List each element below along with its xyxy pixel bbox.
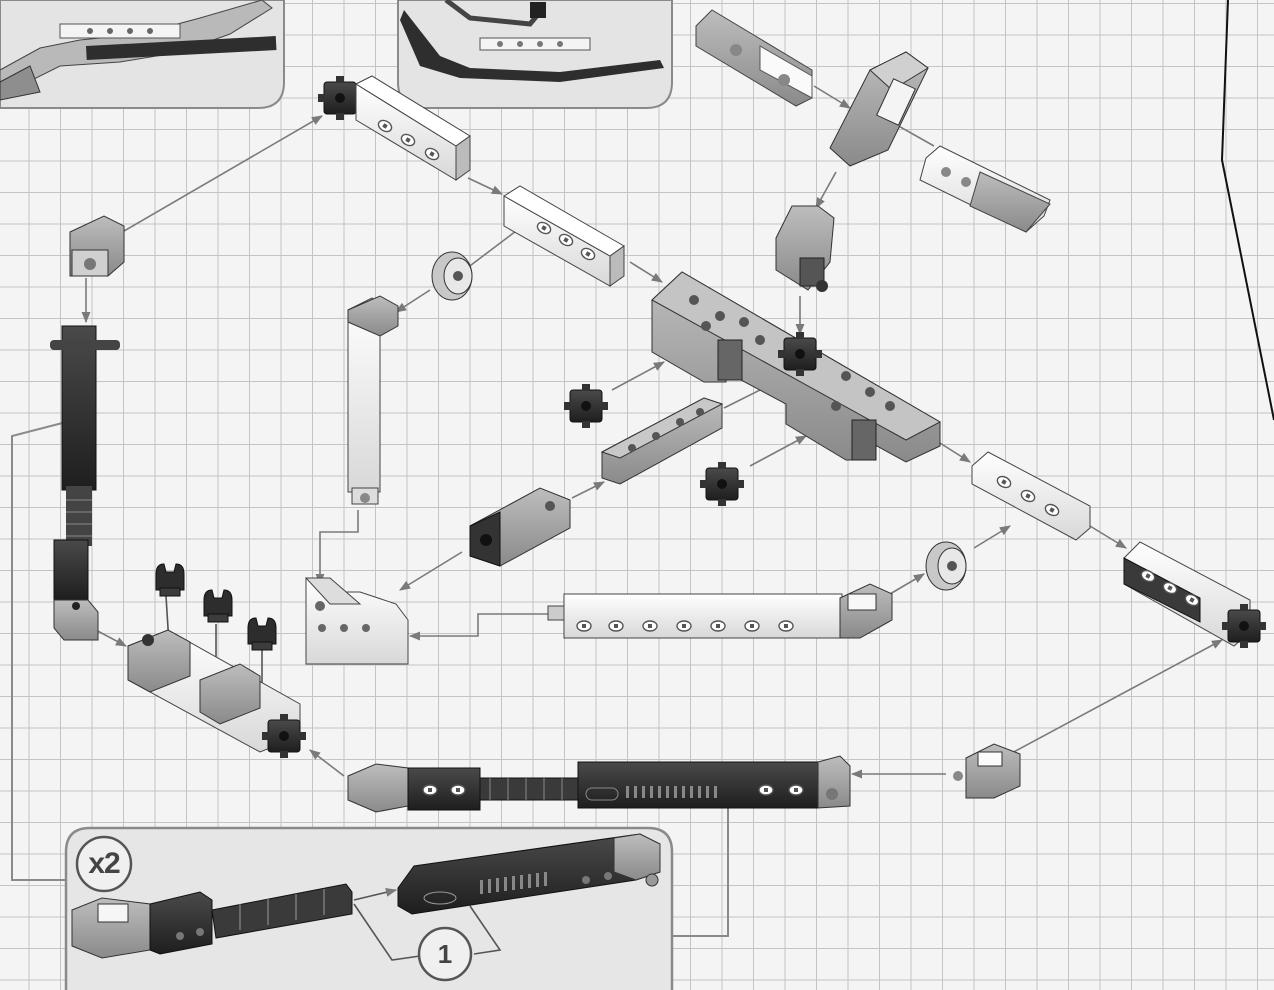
middle-upper-beam-part [504,186,624,286]
top-right-beam-lower [920,146,1050,232]
gray-holed-beam-part [602,398,722,484]
previous-step-panel-left [0,0,284,108]
small-angle-block-right [776,206,834,292]
long-white-beam-part [548,584,892,638]
right-beam-lower [1124,542,1266,648]
angle-block-part [70,216,124,276]
previous-step-panel-right [398,0,672,108]
sub-assembly-callout-panel [66,828,672,990]
clip-beam-assembly [128,630,306,758]
right-beam-upper [972,452,1090,540]
dark-cube-connector [564,384,608,428]
pulley-wheel-part [432,252,472,300]
pulley-wheel-part [926,542,966,590]
corner-white-block-part [306,578,408,664]
bottom-dark-beam-assembly [348,756,850,812]
callout-number-label: 1 [419,936,471,972]
clip-part [156,564,184,596]
white-vertical-beam-part [348,296,398,504]
top-right-beam-upper [696,10,812,106]
dark-cube-connector [700,462,744,506]
dark-vertical-beam-part [50,326,120,640]
multiplier-label: x2 [78,844,130,884]
small-bracket-part [953,744,1020,798]
clip-part [204,590,232,622]
top-right-block-part [830,52,928,166]
clip-part [248,618,276,650]
dark-gray-block-part [470,488,570,566]
page-border-line [1222,0,1274,420]
